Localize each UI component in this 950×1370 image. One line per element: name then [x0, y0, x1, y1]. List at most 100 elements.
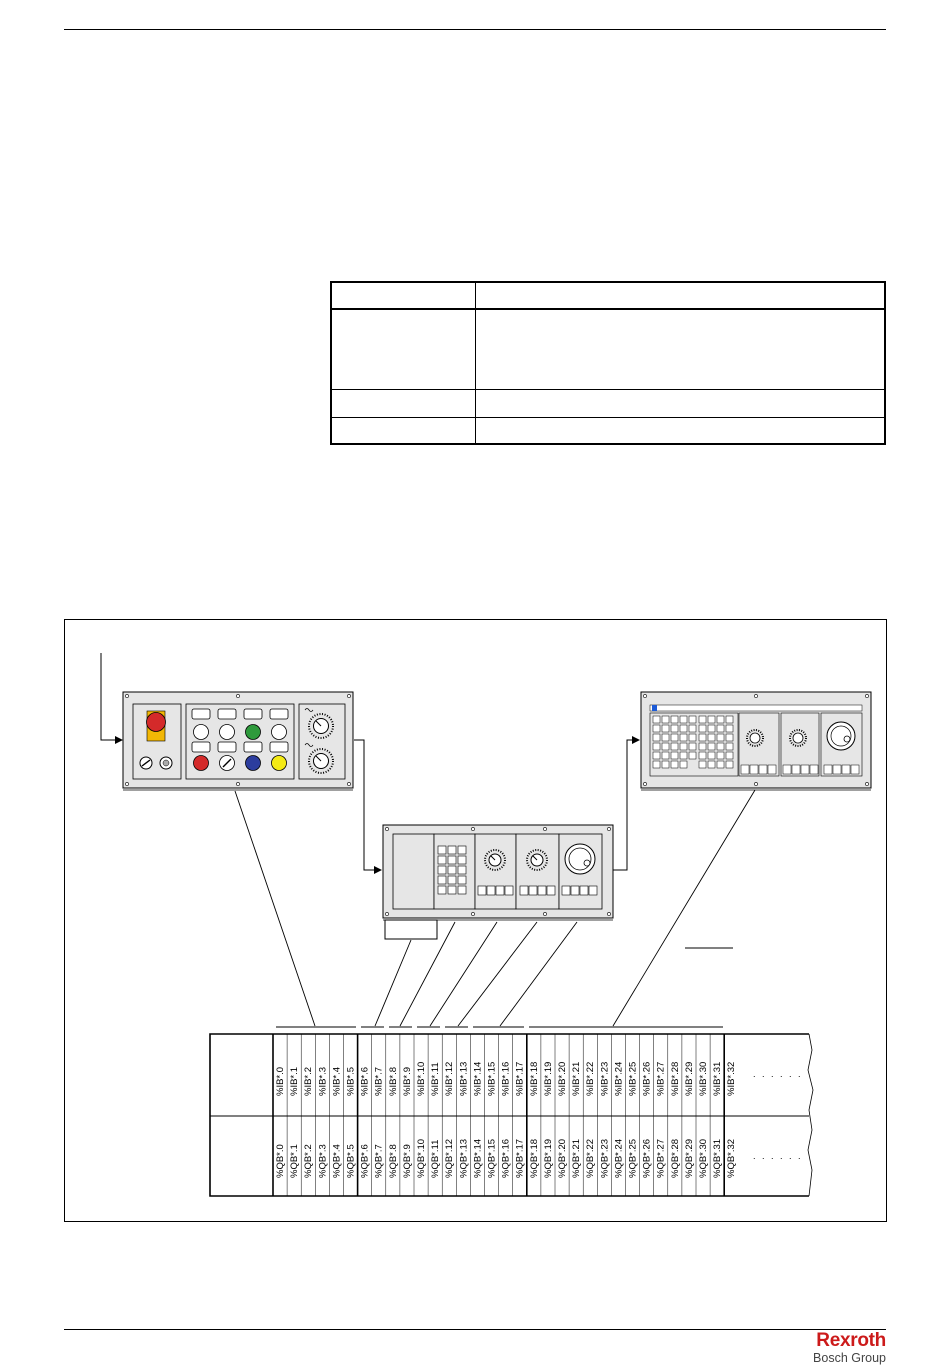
keyboard-key[interactable] — [707, 760, 716, 769]
keyboard-key[interactable] — [707, 733, 716, 742]
push-button-row-1 — [191, 708, 289, 740]
keyboard-key[interactable] — [679, 724, 688, 733]
keyboard-key[interactable] — [707, 742, 716, 751]
keyboard-key[interactable] — [652, 742, 661, 751]
keyboard-key[interactable] — [716, 742, 725, 751]
legend-plate — [217, 741, 237, 753]
keyboard-key[interactable] — [698, 751, 707, 760]
keyboard-key[interactable] — [725, 733, 734, 742]
red-push-button[interactable] — [193, 755, 209, 771]
input-byte-label: %IB*.27 — [656, 1062, 667, 1096]
output-byte-label: %QB*.25 — [628, 1139, 639, 1178]
keyboard-key[interactable] — [661, 751, 670, 760]
property-table — [330, 281, 886, 445]
keyboard-key[interactable] — [688, 742, 697, 751]
keyboard-key[interactable] — [716, 733, 725, 742]
spindle-override-knob[interactable] — [789, 729, 807, 747]
keyboard-key[interactable] — [698, 760, 707, 769]
output-byte-label: %QB*.21 — [571, 1139, 582, 1178]
keyboard-key[interactable] — [670, 724, 679, 733]
legend-plate — [191, 741, 211, 753]
input-byte-label: %IB*.19 — [543, 1062, 554, 1096]
table-cell — [475, 417, 886, 445]
output-byte-label: %QB*.24 — [613, 1139, 624, 1178]
input-byte-label: %IB*.18 — [529, 1062, 540, 1096]
keyboard-key[interactable] — [698, 742, 707, 751]
keyboard-key[interactable] — [652, 724, 661, 733]
input-byte-label: %IB*.29 — [684, 1062, 695, 1096]
emergency-stop-button[interactable] — [146, 712, 166, 732]
spindle-override-knob[interactable] — [526, 849, 548, 871]
white-push-button[interactable] — [219, 724, 235, 740]
keyboard-key[interactable] — [652, 715, 661, 724]
continuation-dots: . . . . . . — [753, 1151, 803, 1161]
keyboard-key[interactable] — [725, 760, 734, 769]
table-cell — [330, 308, 476, 390]
keyboard-key[interactable] — [725, 751, 734, 760]
keyboard-key[interactable] — [652, 733, 661, 742]
legend-plate — [217, 708, 237, 720]
keyboard-key[interactable] — [661, 742, 670, 751]
feed-override-knob[interactable] — [746, 729, 764, 747]
keyboard-key[interactable] — [661, 733, 670, 742]
keyboard-key[interactable] — [688, 733, 697, 742]
keyboard-key[interactable] — [716, 715, 725, 724]
output-byte-label: %QB*.13 — [458, 1139, 469, 1178]
keyboard-key[interactable] — [652, 760, 661, 769]
keyboard-key[interactable] — [707, 724, 716, 733]
keyboard-key[interactable] — [661, 715, 670, 724]
green-push-button[interactable] — [245, 724, 261, 740]
input-byte-label: %IB*.5 — [346, 1067, 357, 1096]
function-key-row — [740, 764, 860, 775]
keyboard-key[interactable] — [716, 724, 725, 733]
function-key-row — [477, 885, 598, 896]
override-knob-lower[interactable] — [304, 743, 334, 774]
keyboard-key[interactable] — [679, 742, 688, 751]
handwheel-icon[interactable] — [826, 721, 856, 751]
keyboard-key[interactable] — [679, 733, 688, 742]
keyboard-key[interactable] — [716, 760, 725, 769]
keyboard-key[interactable] — [725, 715, 734, 724]
input-byte-labels: %IB*.0%IB*.1%IB*.2%IB*.3%IB*.4%IB*.5%IB*… — [275, 1062, 737, 1096]
keyboard-key[interactable] — [679, 715, 688, 724]
keyboard-key[interactable] — [670, 715, 679, 724]
keyboard-key[interactable] — [725, 742, 734, 751]
status-strip — [649, 704, 863, 712]
keyboard-key[interactable] — [688, 751, 697, 760]
keyboard-key[interactable] — [698, 733, 707, 742]
keyboard-key[interactable] — [716, 751, 725, 760]
output-byte-label: %QB*.31 — [712, 1139, 723, 1178]
yellow-push-button[interactable] — [271, 755, 287, 771]
keyboard-key[interactable] — [698, 715, 707, 724]
output-byte-label: %QB*.23 — [599, 1139, 610, 1178]
keyboard-key[interactable] — [661, 724, 670, 733]
keyboard-key[interactable] — [679, 760, 688, 769]
input-byte-label: %IB*.16 — [501, 1062, 512, 1096]
keyboard-key[interactable] — [661, 760, 670, 769]
output-byte-label: %QB*.18 — [529, 1139, 540, 1178]
keyboard-key[interactable] — [670, 751, 679, 760]
keyboard-key[interactable] — [688, 715, 697, 724]
input-byte-label: %IB*.2 — [303, 1067, 314, 1096]
keyboard-key[interactable] — [698, 724, 707, 733]
feed-override-knob[interactable] — [484, 849, 506, 871]
input-byte-label: %IB*.26 — [642, 1062, 653, 1096]
keyboard-key[interactable] — [670, 742, 679, 751]
keyboard-key[interactable] — [670, 760, 679, 769]
keyboard-key[interactable] — [688, 724, 697, 733]
table-cell — [475, 308, 886, 390]
keyboard-key[interactable] — [652, 751, 661, 760]
logo-brand: Rexroth — [816, 1330, 886, 1351]
keyboard-key[interactable] — [707, 715, 716, 724]
white-push-button[interactable] — [193, 724, 209, 740]
keyboard-key[interactable] — [725, 724, 734, 733]
override-knob-upper[interactable] — [304, 708, 334, 739]
keyboard-key[interactable] — [707, 751, 716, 760]
keyboard-key[interactable] — [679, 751, 688, 760]
blue-push-button[interactable] — [245, 755, 261, 771]
handwheel-icon[interactable] — [564, 843, 596, 875]
screen-icon — [652, 705, 657, 711]
white-push-button[interactable] — [271, 724, 287, 740]
io-mapping-table: %IB*.0%IB*.1%IB*.2%IB*.3%IB*.4%IB*.5%IB*… — [209, 1033, 814, 1197]
keyboard-key[interactable] — [670, 733, 679, 742]
